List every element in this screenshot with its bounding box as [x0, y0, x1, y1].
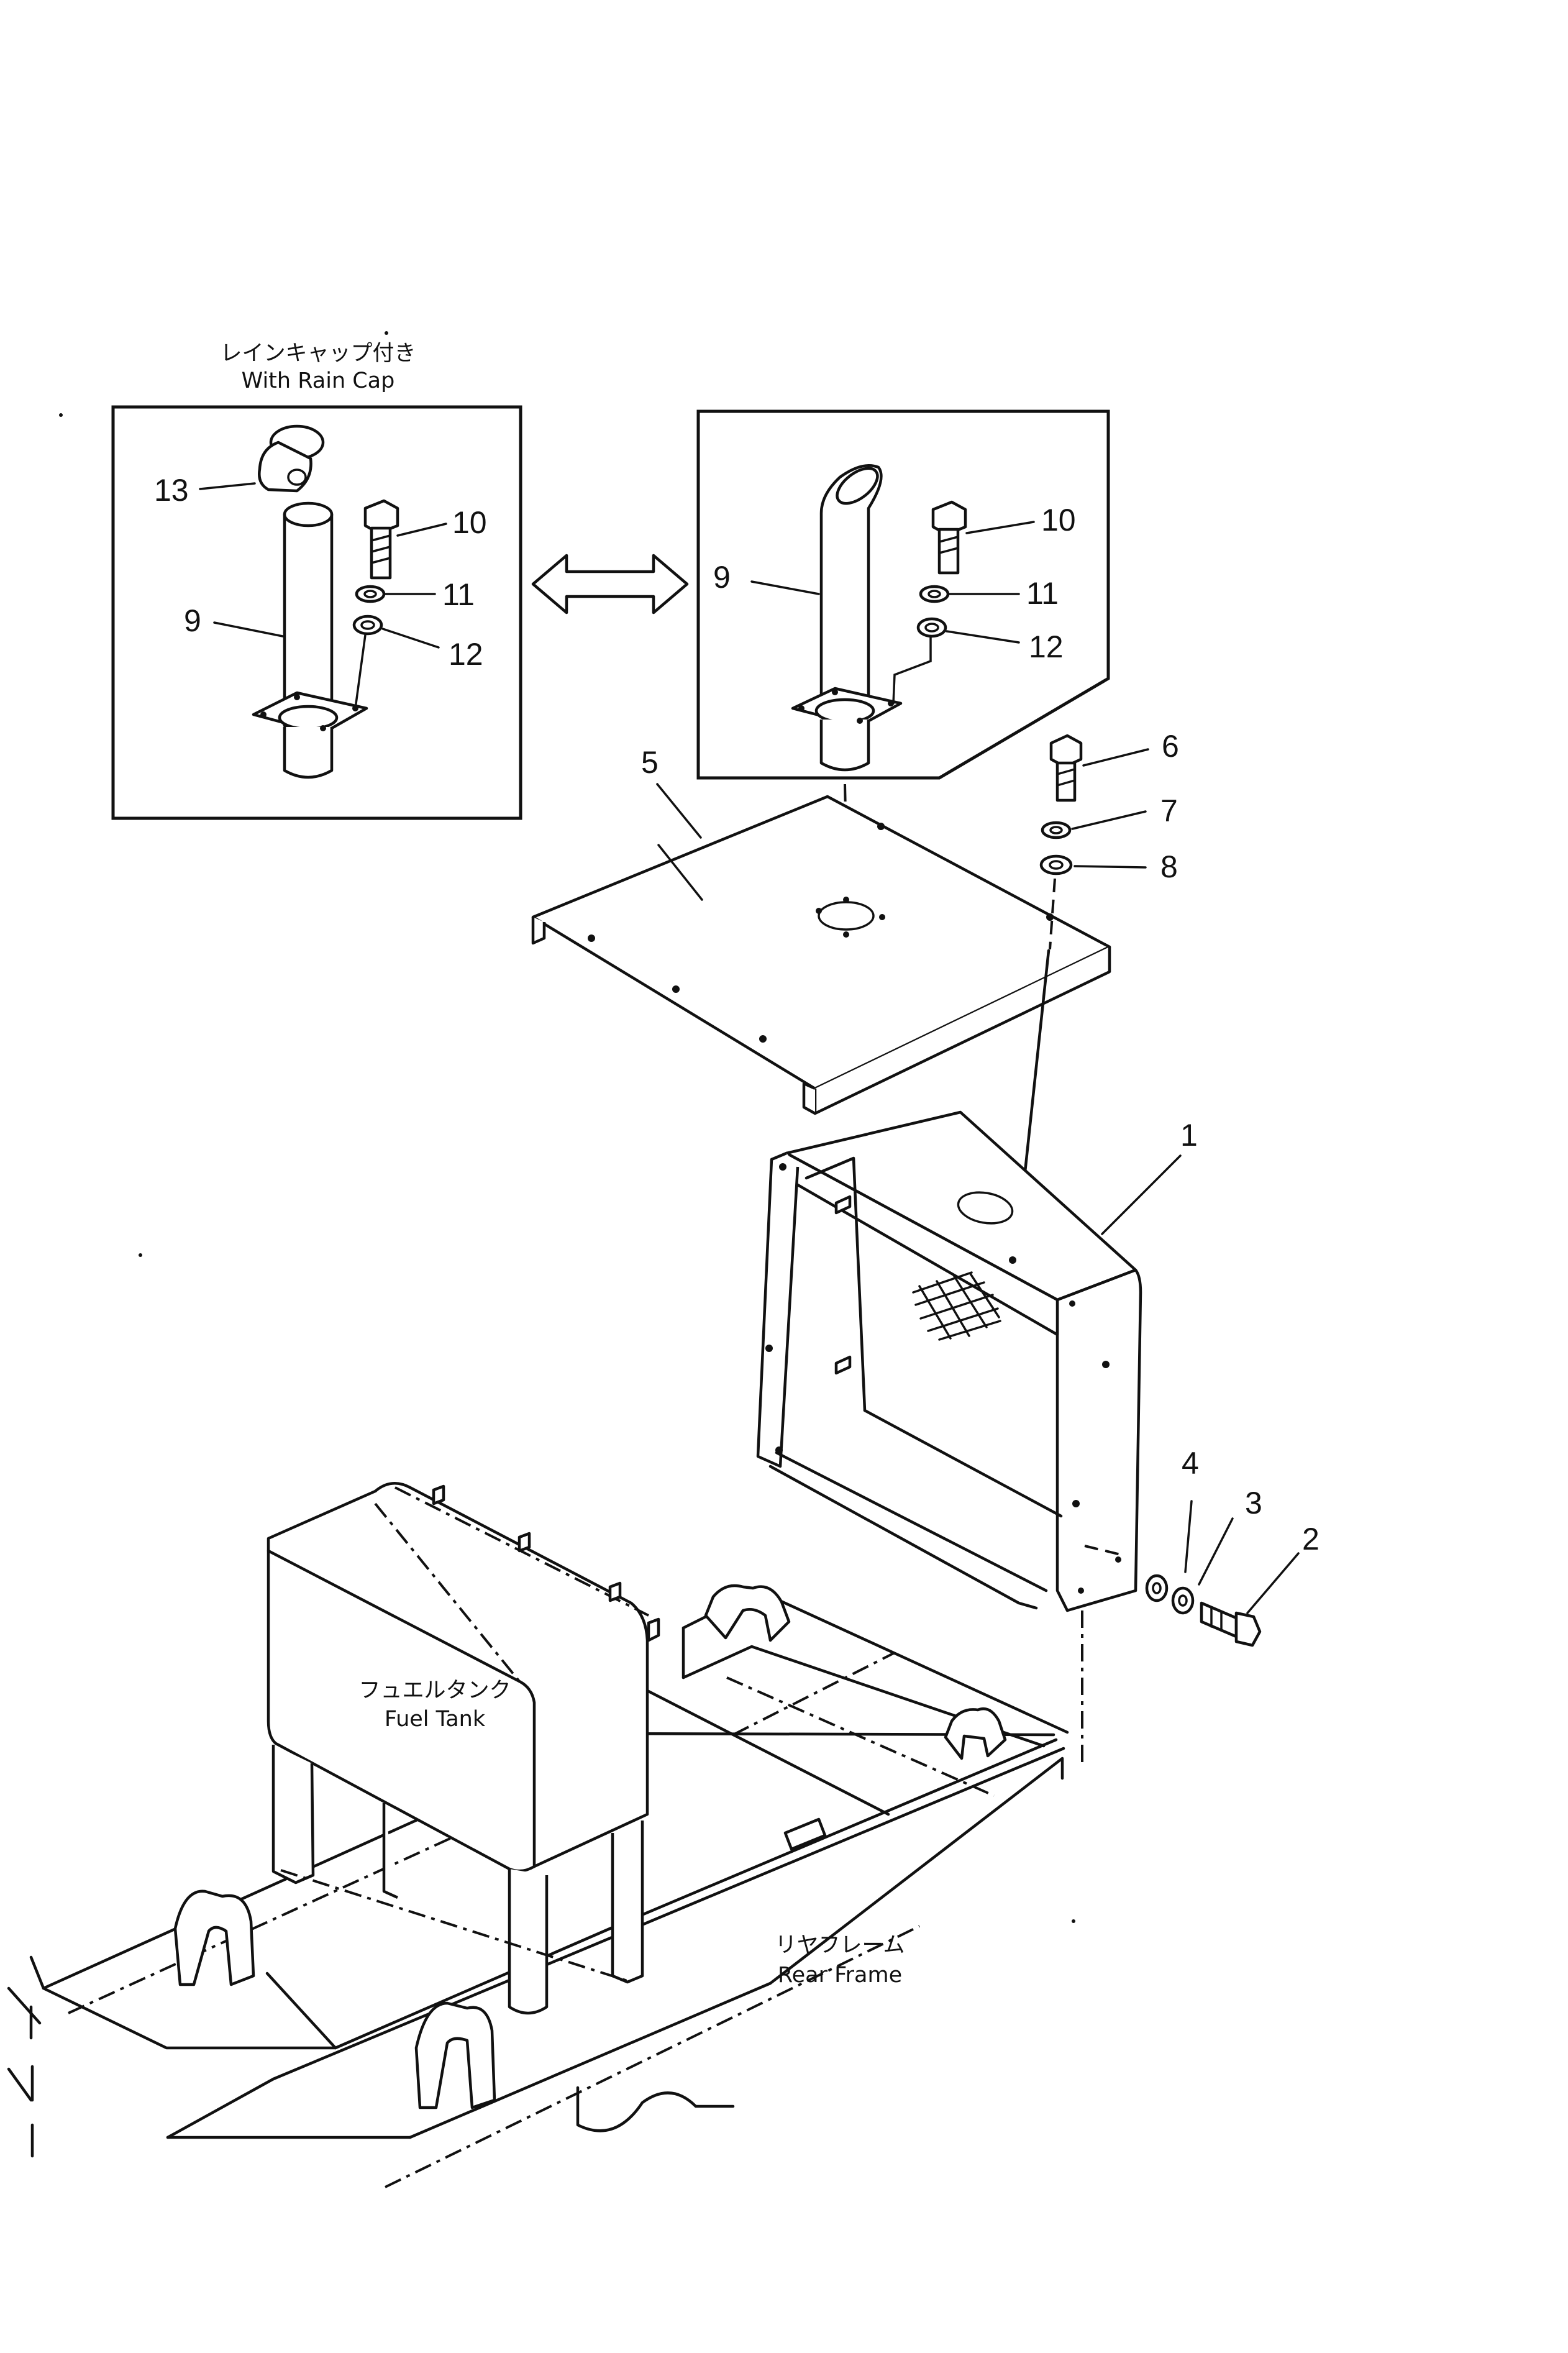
callout-3: 3: [1245, 1486, 1262, 1520]
fuel-tank-label-jp: フュエルタンク: [358, 1678, 511, 1703]
standard-pipe-inset-frame: [696, 409, 1110, 780]
frame-bracket-lower-left: [173, 1889, 255, 1986]
rain-cap-inset-frame: [111, 405, 522, 820]
callout-2: 2: [1302, 1522, 1320, 1556]
rear-frame-label-en: Rear Frame: [778, 1963, 902, 1988]
callout-10-left: 10: [452, 505, 487, 540]
callout-12-left: 12: [449, 637, 483, 672]
callout-8: 8: [1160, 849, 1178, 884]
part-6-bolt: [1049, 734, 1083, 802]
callout-13-left: 13: [154, 473, 189, 508]
rain-cap-label-jp: レインキャップ付き: [220, 341, 416, 366]
callout-6: 6: [1162, 729, 1179, 764]
frame-bracket-upper-left: [704, 1584, 791, 1642]
rear-frame-label-jp: リヤフレーム: [775, 1933, 905, 1958]
part-10-bolt-right: [931, 500, 967, 575]
rain-cap-inset: レインキャップ付き With Rain Cap: [111, 341, 522, 820]
callout-9-right: 9: [713, 560, 731, 595]
callout-11-right: 11: [1026, 576, 1059, 611]
fuel-tank: フュエルタンク Fuel Tank: [267, 1482, 660, 2015]
part-9-exhaust-pipe-slanted: [791, 464, 903, 772]
frame-bracket-upper-right: [944, 1707, 1007, 1760]
callout-5: 5: [641, 745, 659, 780]
fuel-tank-label-en: Fuel Tank: [385, 1707, 486, 1732]
callout-10-right: 10: [1041, 503, 1076, 537]
callout-4: 4: [1182, 1446, 1199, 1481]
frame-pad: [783, 1817, 827, 1851]
rain-cap-label-en: With Rain Cap: [242, 368, 395, 393]
callout-9-left: 9: [184, 603, 201, 638]
frame-bracket-lower-mid: [414, 2001, 496, 2109]
part-9-exhaust-pipe-straight: [252, 501, 368, 779]
part-10-bolt: [363, 499, 399, 580]
callout-1: 1: [1180, 1118, 1198, 1153]
callout-12-right: 12: [1029, 629, 1064, 664]
part-1-muffler-cover: 1: [756, 1110, 1198, 1612]
interchangeable-arrow-icon: [531, 554, 689, 615]
part-13-rain-cap: [258, 424, 325, 493]
rear-frame: リヤフレーム Rear Frame: [7, 1584, 1069, 2188]
part-5-top-cover: 5: [531, 745, 1111, 1115]
callout-11-left: 11: [442, 577, 475, 612]
grille-mesh: [912, 1271, 1001, 1341]
part-2-bolt: [1200, 1601, 1262, 1647]
standard-pipe-inset: 9 10 11 12: [696, 409, 1110, 780]
callout-7: 7: [1160, 793, 1178, 828]
